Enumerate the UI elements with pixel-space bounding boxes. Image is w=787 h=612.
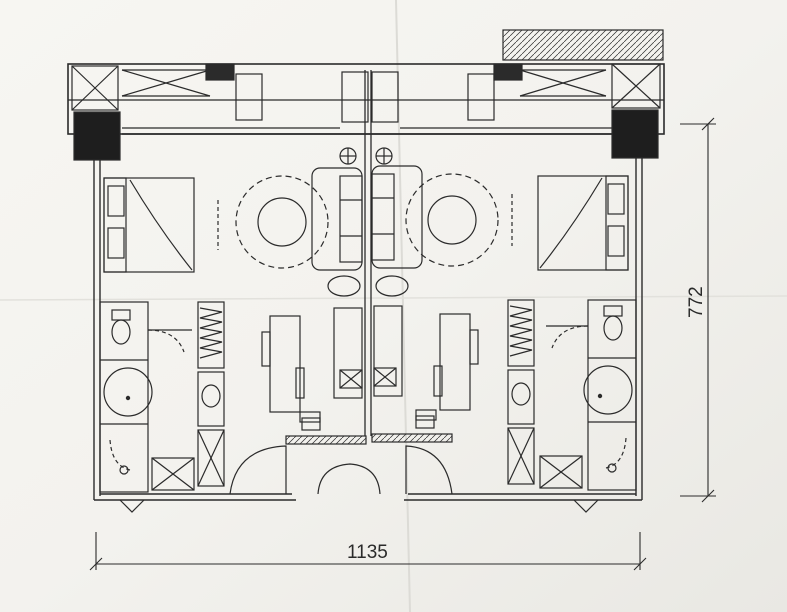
bathroom-right: [507, 299, 637, 491]
right-room: [371, 147, 637, 495]
column-left: [73, 111, 121, 161]
sofa-left: [311, 147, 363, 297]
round-table-right: [405, 173, 499, 267]
height-dimension-label: 772: [686, 286, 707, 318]
bathtub-left: [103, 367, 153, 417]
entry-door-right: [405, 445, 453, 495]
column-right: [611, 109, 659, 159]
toilet-left: [111, 309, 131, 345]
bathtub-right: [583, 365, 633, 415]
shaft-left: [71, 65, 119, 111]
width-dimension-label: 1135: [347, 542, 388, 563]
left-room: [99, 147, 381, 495]
bed-right: [537, 175, 629, 271]
bathroom-left: [99, 301, 225, 493]
sofa-right: [371, 147, 423, 297]
party-wall: [364, 70, 372, 436]
height-dimension: [680, 117, 716, 503]
width-dimension: [89, 532, 647, 571]
desk-left: [261, 307, 363, 423]
paper-fold-horizontal: [0, 295, 787, 301]
round-table-left: [235, 175, 329, 269]
desk-right: [373, 305, 479, 421]
entry-door-left: [229, 445, 287, 495]
shaft-right: [611, 63, 661, 109]
toilet-right: [603, 305, 623, 341]
roof-hatch: [502, 29, 664, 61]
bed-left: [103, 177, 195, 273]
